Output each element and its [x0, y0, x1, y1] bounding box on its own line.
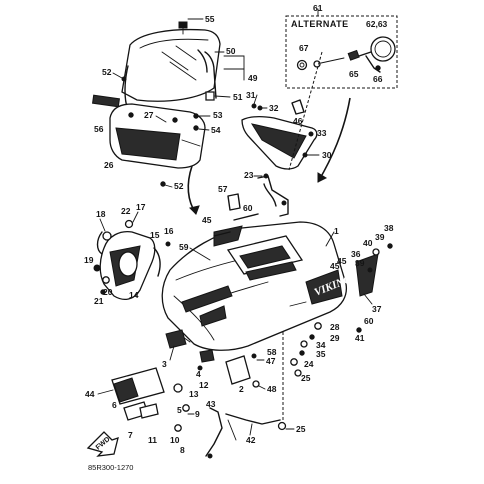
- part-label-25: 25: [301, 373, 311, 383]
- part-label-64: 65: [349, 69, 359, 79]
- part-label-27: 27: [144, 110, 154, 120]
- bracket-57: [227, 193, 241, 211]
- part-label-6: 6: [112, 400, 117, 410]
- part-label-55: 55: [205, 14, 215, 24]
- part-label-5: 5: [177, 405, 182, 415]
- part-label-45: 45: [202, 215, 212, 225]
- hood: VIKING: [161, 213, 353, 351]
- part-label-48: 48: [267, 384, 277, 394]
- part-label-54: 54: [211, 125, 221, 135]
- headlight-housing: [109, 103, 206, 169]
- part-label-53: 53: [213, 110, 223, 120]
- part-label-52-b: 52: [174, 181, 184, 191]
- lower-right-fasteners: [290, 322, 322, 377]
- part-label-50: 50: [226, 46, 236, 56]
- part-label-16: 16: [164, 226, 174, 236]
- part-label-60-r: 60: [364, 316, 374, 326]
- part-label-25-b: 25: [296, 424, 306, 434]
- part-label-20: 20: [103, 287, 113, 297]
- part-label-21: 21: [94, 296, 104, 306]
- part-label-33: 33: [317, 128, 327, 138]
- part-label-19: 19: [84, 255, 94, 265]
- part-label-28: 28: [330, 322, 340, 332]
- part-label-46: 46: [293, 116, 303, 126]
- part-label-4: 4: [196, 369, 201, 379]
- part-label-2: 2: [239, 384, 244, 394]
- part-label-15: 15: [150, 230, 160, 240]
- part-label-58: 58: [267, 347, 277, 357]
- part-label-39: 39: [375, 232, 385, 242]
- part-label-8: 8: [180, 445, 185, 455]
- part-label-32: 32: [269, 103, 279, 113]
- part-label-52: 52: [102, 67, 112, 77]
- part-label-36: 36: [351, 249, 361, 259]
- part-label-31: 31: [246, 90, 256, 100]
- part-label-34: 34: [316, 340, 326, 350]
- part-label-38: 38: [384, 223, 394, 233]
- part-label-41: 41: [355, 333, 365, 343]
- part-label-23: 23: [244, 170, 254, 180]
- part-label-1: 1: [334, 226, 339, 236]
- right-fasteners: [355, 243, 393, 333]
- bracket-23: [257, 173, 289, 217]
- part-label-30: 30: [322, 150, 332, 160]
- mirror-guide-line: [288, 51, 323, 171]
- part-label-66: 67: [299, 43, 309, 53]
- part-label-61: 61: [313, 3, 323, 13]
- part-label-18: 18: [96, 209, 106, 219]
- part-label-17: 17: [136, 202, 146, 212]
- part-label-14: 14: [129, 290, 139, 300]
- part-label-11: 11: [148, 435, 157, 445]
- part-label-22: 22: [121, 206, 131, 216]
- part-label-45-right: 45: [330, 261, 340, 271]
- part-label-7: 7: [128, 430, 133, 440]
- part-label-62-63: 62,63: [366, 19, 388, 29]
- windshield: [121, 21, 221, 102]
- dash-panel: [241, 99, 318, 170]
- part-label-40: 40: [363, 238, 373, 248]
- part-label-9: 9: [195, 409, 200, 419]
- center-lower-parts: [199, 349, 287, 459]
- lower-left-parts: [111, 329, 203, 432]
- part-label-3: 3: [162, 359, 167, 369]
- part-label-56: 56: [94, 124, 104, 134]
- part-label-37: 37: [372, 304, 382, 314]
- part-label-10: 10: [170, 435, 180, 445]
- part-label-35: 35: [316, 349, 326, 359]
- part-label-29: 29: [330, 333, 340, 343]
- mirror-assembly: [296, 36, 396, 73]
- yamaha-badge: [92, 94, 120, 108]
- part-label-39-r: 39: [355, 258, 365, 268]
- drawing-code: 85R300-1270: [88, 463, 133, 472]
- part-label-12: 12: [199, 380, 209, 390]
- part-label-24: 24: [304, 359, 314, 369]
- front-direction-marker: FWD: [86, 431, 119, 457]
- alternate-box: ALTERNATE 67 62,63 65 66 61: [285, 3, 398, 89]
- part-label-57: 57: [218, 184, 228, 194]
- part-label-45-r: 45: [337, 256, 347, 266]
- part-label-59: 59: [179, 242, 189, 252]
- part-label-42: 42: [246, 435, 256, 445]
- part-label-44: 44: [85, 389, 95, 399]
- alternate-title: ALTERNATE: [291, 19, 349, 29]
- assembly-arrow-right: [317, 97, 351, 183]
- part-label-43: 43: [206, 399, 216, 409]
- part-label-51: 51: [233, 92, 243, 102]
- part-label-13: 13: [189, 389, 199, 399]
- part-label-65: 66: [373, 74, 383, 84]
- part-label-49: 49: [248, 73, 258, 83]
- left-duct-assembly: [93, 219, 171, 301]
- part-label-47: 47: [266, 356, 276, 366]
- part-label-60-top: 60: [243, 203, 253, 213]
- part-label-26: 26: [104, 160, 114, 170]
